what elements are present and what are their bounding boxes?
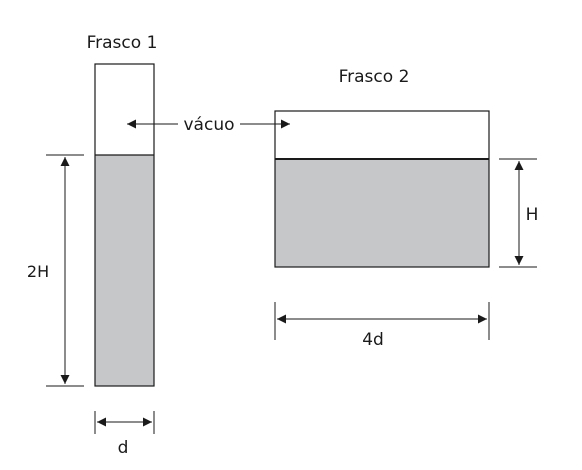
flask-2-liquid [275,159,489,267]
flask-2-height-dimension: H [499,158,539,268]
flask-1-title: Frasco 1 [87,33,158,53]
flask-1-height-label: 2H [27,262,49,281]
flask-1-width-label: d [118,438,129,458]
vacuum-annotation: vácuo [127,115,290,135]
flask-2-height-label: H [526,205,539,225]
flask-1-height-dimension: 2H [27,154,84,387]
flask-2-width-label: 4d [362,330,384,350]
flask-1-outline [94,63,155,387]
flask-1: Frasco 1 [87,33,158,387]
flask-2-outline [274,110,490,268]
flask-2: Frasco 2 [274,67,490,268]
flask-1-width-dimension: d [94,411,155,458]
flask-2-title: Frasco 2 [339,67,410,87]
flask-2-width-dimension: 4d [274,302,490,350]
vacuum-label: vácuo [184,115,235,135]
flask-1-liquid [95,155,154,386]
